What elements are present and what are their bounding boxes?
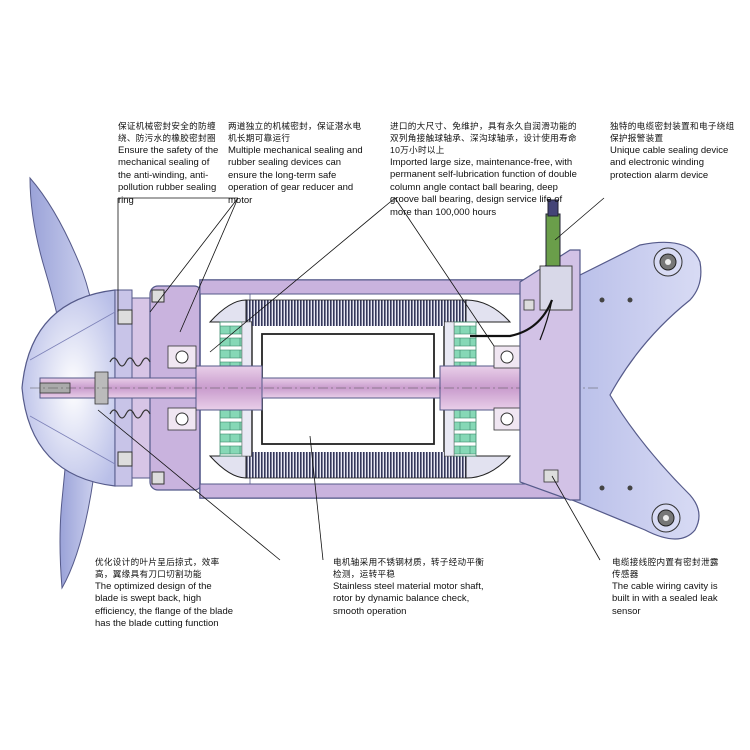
motor-shaft	[30, 365, 600, 411]
annotation-en: Unique cable sealing device and electron…	[610, 145, 729, 181]
annotation-shaft: 电机轴采用不锈钢材质，转子经动平衡检测，运转平稳 Stainless steel…	[333, 556, 493, 618]
annotation-seal-ring: 保证机械密封安全的防缠绕、防污水的橡胶密封圈 Ensure the safety…	[118, 120, 223, 207]
spring-seal	[109, 357, 151, 419]
annotation-zh: 进口的大尺寸、免维护，具有永久自润滑功能的双列角接触球轴承、深沟球轴承，设计使用…	[390, 121, 577, 155]
annotation-zh: 保证机械密封安全的防缠绕、防污水的橡胶密封圈	[118, 121, 216, 143]
leader-lines	[97, 197, 605, 561]
annotation-en: Imported large size, maintenance-free, w…	[390, 157, 577, 218]
annotation-leak-sensor: 电缆接线腔内置有密封泄露传感器 The cable wiring cavity …	[612, 556, 722, 618]
annotation-zh: 电机轴采用不锈钢材质，转子经动平衡检测，运转平稳	[333, 557, 485, 579]
annotation-zh: 电缆接线腔内置有密封泄露传感器	[612, 557, 719, 579]
annotation-zh: 优化设计的叶片呈后掠式，效率高，翼缘具有刀口切割功能	[95, 557, 220, 579]
rear-bearings	[493, 345, 521, 431]
cable-wiring-cavity	[470, 199, 581, 501]
annotation-bearing: 进口的大尺寸、免维护，具有永久自润滑功能的双列角接触球轴承、深沟球轴承，设计使用…	[390, 120, 585, 219]
annotation-en: Ensure the safety of the mechanical seal…	[118, 145, 219, 206]
annotation-en: The cable wiring cavity is built in with…	[612, 581, 718, 617]
annotation-zh: 两道独立的机械密封，保证潜水电机长期可靠运行	[228, 121, 362, 143]
annotation-cable-seal: 独特的电缆密封装置和电子绕组保护报警装置 Unique cable sealin…	[610, 120, 735, 182]
annotation-zh: 独特的电缆密封装置和电子绕组保护报警装置	[610, 121, 735, 143]
front-bearings	[109, 345, 197, 431]
annotation-en: Multiple mechanical sealing and rubber s…	[228, 145, 363, 206]
annotation-en: Stainless steel material motor shaft, ro…	[333, 581, 484, 617]
annotation-mech-seal: 两道独立的机械密封，保证潜水电机长期可靠运行 Multiple mechanic…	[228, 120, 368, 207]
annotation-en: The optimized design of the blade is swe…	[95, 581, 234, 630]
annotation-blade: 优化设计的叶片呈后掠式，效率高，翼缘具有刀口切割功能 The optimized…	[95, 556, 235, 631]
rear-bracket	[559, 241, 702, 540]
stator-windings	[208, 299, 512, 479]
